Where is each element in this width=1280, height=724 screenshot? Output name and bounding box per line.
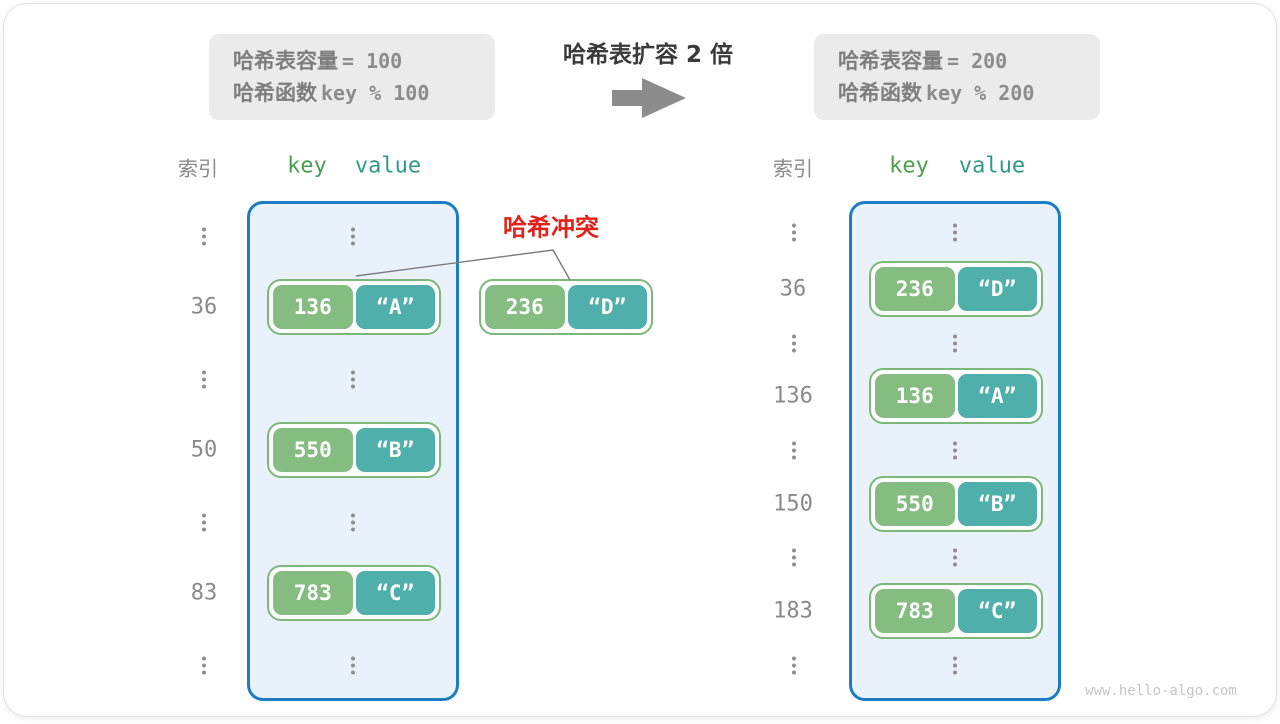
capacity-value: = 100	[342, 49, 402, 73]
collision-kv-pair: 236 “D”	[479, 279, 653, 335]
ellipsis-dots	[953, 222, 957, 243]
ellipsis-dots	[202, 512, 206, 533]
key-cell: 136	[875, 374, 955, 418]
index-label: 150	[773, 492, 813, 517]
right-value-header: value	[959, 154, 1025, 179]
hash-fn-line: 哈希函数 key % 200	[838, 80, 1100, 106]
value-cell: “B”	[958, 482, 1038, 526]
index-label: 83	[191, 581, 218, 606]
expand-arrow-icon	[612, 78, 686, 118]
key-cell: 236	[875, 267, 955, 311]
capacity-line: 哈希表容量 = 200	[838, 48, 1100, 74]
index-label: 50	[191, 438, 218, 463]
ellipsis-dots	[792, 333, 796, 354]
index-label: 136	[773, 384, 813, 409]
capacity-value: = 200	[947, 49, 1007, 73]
ellipsis-dots	[202, 226, 206, 247]
key-cell: 783	[273, 571, 353, 615]
ellipsis-dots	[953, 333, 957, 354]
key-cell: 550	[875, 482, 955, 526]
kv-pair: 236 “D”	[869, 261, 1043, 317]
key-cell: 136	[273, 285, 353, 329]
left-value-header: value	[355, 154, 421, 179]
ellipsis-dots	[202, 655, 206, 676]
left-index-header: 索引	[178, 153, 218, 182]
watermark: www.hello-algo.com	[1085, 683, 1237, 699]
right-key-header: key	[889, 154, 929, 179]
ellipsis-dots	[792, 222, 796, 243]
ellipsis-dots	[792, 440, 796, 461]
hash-fn-line: 哈希函数 key % 100	[233, 80, 495, 106]
kv-pair: 783 “C”	[869, 583, 1043, 639]
ellipsis-dots	[202, 369, 206, 390]
kv-pair: 136 “A”	[267, 279, 441, 335]
ellipsis-dots	[351, 512, 355, 533]
ellipsis-dots	[351, 226, 355, 247]
hash-fn-value: key % 200	[926, 81, 1034, 105]
ellipsis-dots	[792, 655, 796, 676]
kv-pair: 783 “C”	[267, 565, 441, 621]
value-cell: “B”	[356, 428, 436, 472]
index-label: 36	[780, 277, 807, 302]
value-cell: “C”	[958, 589, 1038, 633]
capacity-line: 哈希表容量 = 100	[233, 48, 495, 74]
capacity-label: 哈希表容量	[233, 49, 338, 73]
key-cell: 550	[273, 428, 353, 472]
hash-fn-label: 哈希函数	[233, 81, 317, 105]
ellipsis-dots	[351, 655, 355, 676]
collision-label: 哈希冲突	[503, 208, 599, 243]
hash-fn-value: key % 100	[321, 81, 429, 105]
diagram-card: 哈希表容量 = 100 哈希函数 key % 100 哈希表扩容 2 倍 哈希表…	[3, 3, 1277, 717]
info-box-before: 哈希表容量 = 100 哈希函数 key % 100	[209, 34, 495, 120]
page-title: 哈希表扩容 2 倍	[563, 35, 733, 69]
index-label: 183	[773, 599, 813, 624]
ellipsis-dots	[792, 547, 796, 568]
value-cell: “A”	[958, 374, 1038, 418]
right-index-header: 索引	[773, 153, 813, 182]
value-cell: “D”	[958, 267, 1038, 311]
info-box-after: 哈希表容量 = 200 哈希函数 key % 200	[814, 34, 1100, 120]
key-cell: 236	[485, 285, 565, 329]
value-cell: “C”	[356, 571, 436, 615]
ellipsis-dots	[351, 369, 355, 390]
index-label: 36	[191, 295, 218, 320]
value-cell: “A”	[356, 285, 436, 329]
kv-pair: 550 “B”	[869, 476, 1043, 532]
capacity-label: 哈希表容量	[838, 49, 943, 73]
hash-fn-label: 哈希函数	[838, 81, 922, 105]
ellipsis-dots	[953, 655, 957, 676]
key-cell: 783	[875, 589, 955, 633]
ellipsis-dots	[953, 547, 957, 568]
kv-pair: 550 “B”	[267, 422, 441, 478]
value-cell: “D”	[568, 285, 648, 329]
kv-pair: 136 “A”	[869, 368, 1043, 424]
ellipsis-dots	[953, 440, 957, 461]
left-key-header: key	[287, 154, 327, 179]
